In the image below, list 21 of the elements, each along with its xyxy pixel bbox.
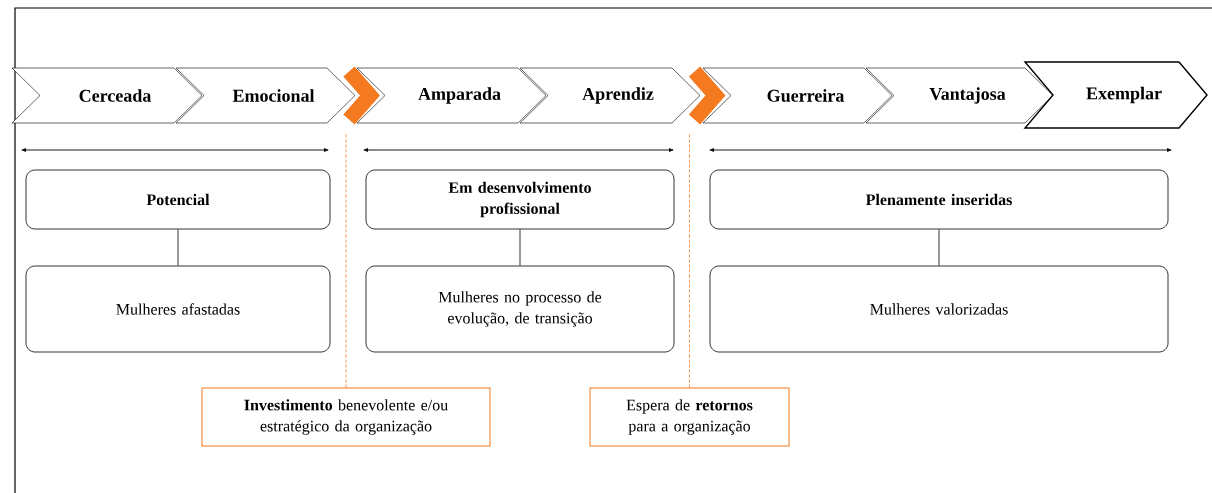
rounded-box: Mulheres afastadas [25, 265, 331, 353]
rounded-box: Potencial [25, 169, 331, 230]
note-box: Espera de retornos para a organização [589, 387, 790, 447]
chevron-step: Amparada [356, 67, 547, 124]
rounded-box: Mulheres no processo de evolução, de transição [365, 265, 675, 353]
leader-line [689, 132, 690, 388]
chevron-step: Cerceada [11, 67, 203, 124]
node-label: Exemplar [1086, 86, 1162, 104]
rounded-box: Mulheres valorizadas [709, 265, 1169, 353]
connector-line [177, 229, 179, 266]
connector-line [938, 229, 940, 266]
chevron-step: Aprendiz [519, 67, 701, 124]
leader-line [345, 132, 347, 388]
connector-line [519, 229, 521, 266]
chevron-step: Exemplar [1023, 61, 1208, 129]
chevron-step: Vantajosa [865, 67, 1054, 124]
rounded-box: Plenamente inseridas [709, 169, 1169, 230]
note-box: Investimento benevolente e/ou estratégico da organização [201, 387, 491, 447]
rounded-box: Em desenvolvimento profissional [365, 169, 675, 230]
chevron-step: Guerreira [702, 67, 893, 124]
chevron-step: Emocional [175, 67, 356, 124]
